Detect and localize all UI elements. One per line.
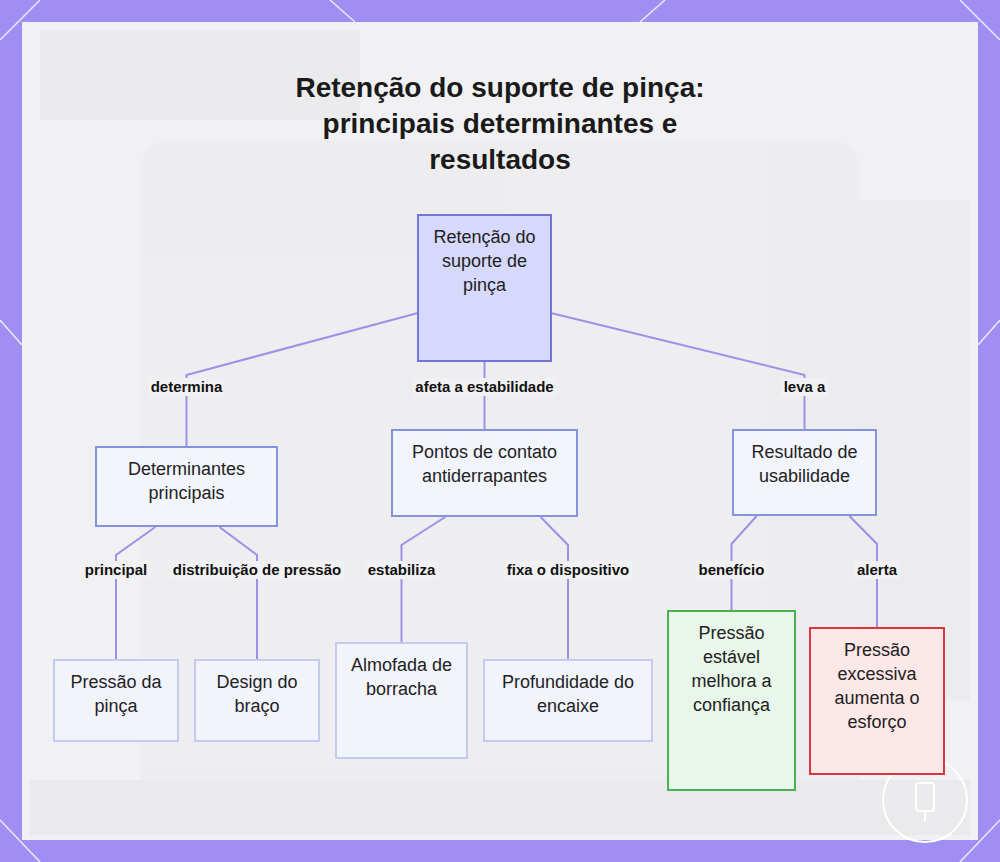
corner-line bbox=[330, 0, 355, 22]
process-box: Almofada de borracha bbox=[335, 642, 468, 759]
watermark-glyph bbox=[924, 811, 926, 822]
edge-label: estabiliza bbox=[365, 561, 439, 579]
edge-label: fixa o dispositivo bbox=[504, 561, 633, 579]
diagram-title: Retenção do suporte de pinça: principais… bbox=[255, 70, 745, 178]
box-text: Almofada de borracha bbox=[347, 653, 456, 701]
box-text: Profundidade do encaixe bbox=[495, 670, 641, 718]
corner-line bbox=[978, 320, 1000, 345]
process-box: Pressão excessiva aumenta o esforço bbox=[809, 627, 945, 775]
connector bbox=[402, 517, 446, 642]
edge-label: alerta bbox=[854, 561, 900, 579]
edge-label: distribuição de pressão bbox=[170, 561, 344, 579]
process-box: Pontos de contato antiderrapantes bbox=[391, 429, 578, 517]
blurred-photo bbox=[30, 30, 970, 835]
box-text: Pressão estável melhora a confiança bbox=[679, 621, 784, 717]
box-text: Retenção do suporte de pinça bbox=[429, 225, 540, 297]
box-text: Resultado de usabilidade bbox=[744, 440, 865, 488]
edge-label: benefício bbox=[696, 561, 768, 579]
process-box: Determinantes principais bbox=[95, 446, 278, 527]
process-box: Pressão estável melhora a confiança bbox=[667, 610, 796, 791]
connector bbox=[219, 527, 257, 659]
box-text: Design do braço bbox=[206, 670, 308, 718]
watermark-glyph bbox=[916, 783, 934, 811]
edge-label: leva a bbox=[781, 378, 829, 396]
connector bbox=[552, 313, 805, 429]
corner-line bbox=[0, 320, 22, 345]
process-box: Resultado de usabilidade bbox=[732, 429, 877, 516]
panel bbox=[22, 22, 978, 840]
process-box: Pressão da pinça bbox=[53, 659, 179, 742]
connector bbox=[116, 527, 155, 659]
edge-label: afeta a estabilidade bbox=[412, 378, 556, 396]
box-text: Pontos de contato antiderrapantes bbox=[403, 440, 566, 488]
edge-label: principal bbox=[82, 561, 151, 579]
box-text: Pressão da pinça bbox=[65, 670, 167, 718]
process-box: Design do braço bbox=[194, 659, 320, 742]
corner-line bbox=[0, 820, 40, 862]
process-box: Retenção do suporte de pinça bbox=[417, 214, 552, 362]
edge-label: determina bbox=[148, 378, 226, 396]
connector bbox=[541, 517, 568, 659]
photo-shape bbox=[30, 780, 970, 835]
corner-line bbox=[0, 0, 40, 40]
corner-line bbox=[960, 820, 1000, 862]
box-text: Determinantes principais bbox=[107, 457, 266, 505]
corner-line bbox=[960, 0, 1000, 40]
process-box: Profundidade do encaixe bbox=[483, 659, 653, 742]
box-text: Pressão excessiva aumenta o esforço bbox=[821, 638, 933, 734]
corner-line bbox=[640, 0, 665, 22]
